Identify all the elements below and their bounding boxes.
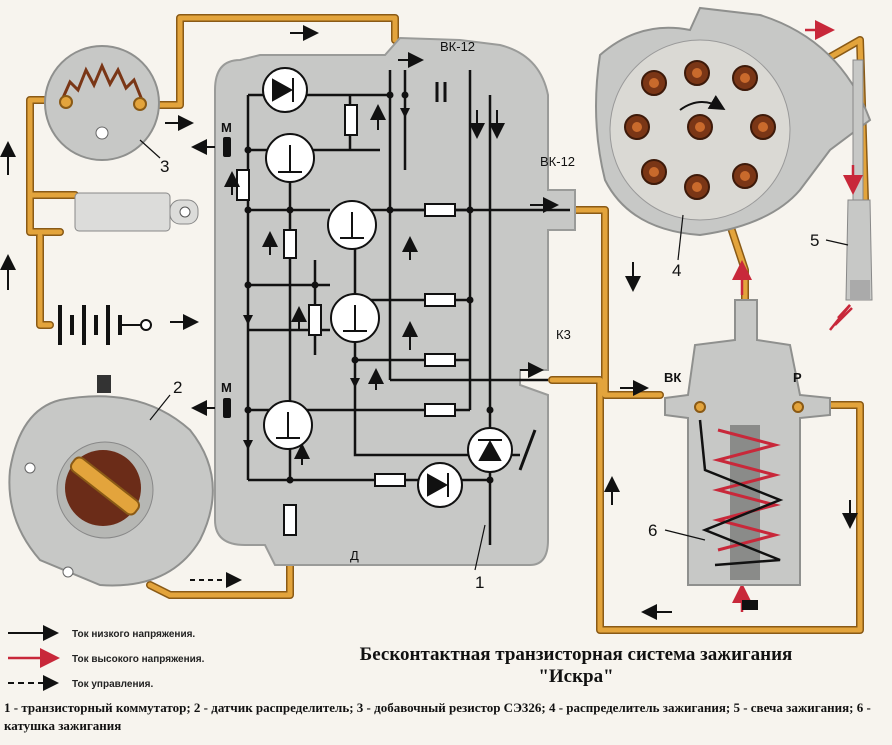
transistor-commutator	[0, 25, 858, 620]
callout-6: 6	[648, 521, 657, 540]
vk12-top-label: ВК-12	[440, 39, 475, 54]
callout-1: 1	[475, 573, 484, 592]
distributor-cap	[595, 6, 872, 237]
legend-high-voltage: Ток высокого напряжения.	[72, 654, 205, 665]
sensor-distributor	[8, 375, 214, 587]
title-line-1: Бесконтактная транзисторная система зажи…	[359, 644, 793, 665]
k3-label: К3	[556, 327, 571, 342]
ignition-switch	[74, 192, 199, 232]
terminal-labels: ВК-12 ВК-12 К3 М М Д ВК Р	[221, 39, 802, 563]
diagram-caption: 1 - транзисторный коммутатор; 2 - датчик…	[4, 700, 871, 733]
vk12-right-label: ВК-12	[540, 154, 575, 169]
legend-control-current: Ток управления.	[72, 679, 153, 690]
additional-resistor	[44, 45, 160, 161]
title-line-2: "Искра"	[538, 666, 614, 687]
diagram-title: Бесконтактная транзисторная система зажи…	[296, 644, 856, 688]
m-bottom-label: М	[221, 380, 232, 395]
callout-3: 3	[160, 157, 169, 176]
coil-vk-label: ВК	[664, 370, 681, 385]
m-top-label: М	[221, 120, 232, 135]
spark-plug	[845, 59, 873, 301]
legend-low-voltage: Ток низкого напряжения.	[72, 629, 195, 640]
callout-5: 5	[810, 231, 819, 250]
d-label: Д	[350, 548, 359, 563]
callout-2: 2	[173, 378, 182, 397]
callout-4: 4	[672, 261, 681, 280]
legend: Ток низкого напряжения. Ток высокого нап…	[8, 625, 205, 691]
ignition-coil	[664, 299, 831, 610]
callouts	[139, 139, 849, 571]
coil-r-label: Р	[793, 370, 802, 385]
battery	[58, 305, 152, 345]
